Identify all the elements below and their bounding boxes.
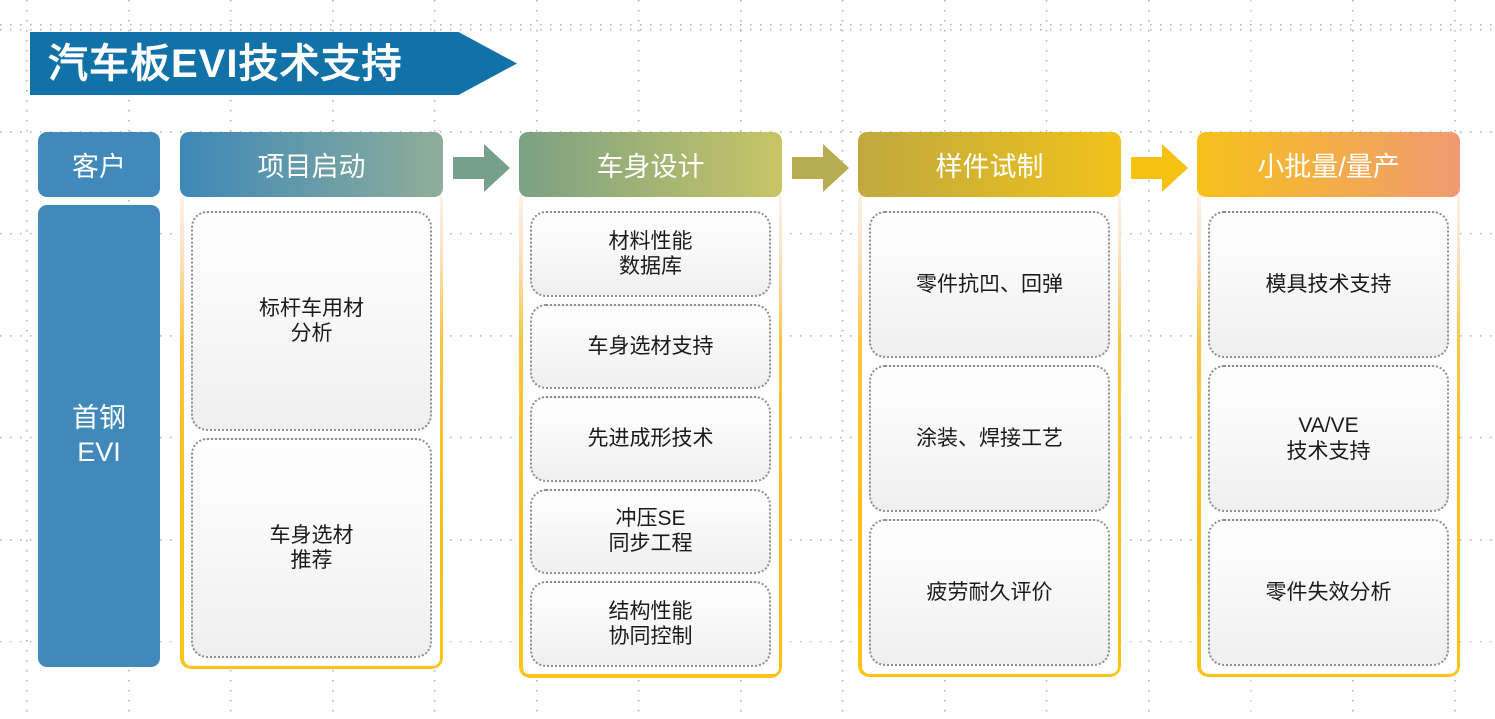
item-line1: 标杆车用材: [259, 296, 364, 320]
item-line1: 模具技术支持: [1265, 272, 1392, 296]
customer-body: 首钢 EVI: [38, 205, 160, 667]
stage-1-header: 项目启动: [180, 132, 443, 197]
stage-3-item-2[interactable]: 涂装、焊接工艺: [869, 365, 1110, 512]
customer-column: 客户 首钢 EVI: [38, 132, 160, 667]
item-line2: 同步工程: [608, 532, 693, 556]
item-line1: 车身选材: [269, 523, 354, 547]
stage-3-header: 样件试制: [858, 132, 1121, 197]
stage-1-item-list: 标杆车用材 分析 车身选材 推荐: [191, 211, 432, 658]
stage-1-item-1[interactable]: 标杆车用材 分析: [191, 211, 432, 431]
item-line1: 先进成形技术: [587, 427, 714, 451]
item-line1: 零件失效分析: [1265, 580, 1392, 604]
stage-2-item-1[interactable]: 材料性能 数据库: [530, 211, 771, 297]
item-line1: 涂装、焊接工艺: [916, 426, 1063, 450]
stage-3-body: 零件抗凹、回弹 涂装、焊接工艺 疲劳耐久评价: [858, 189, 1121, 677]
item-line1: VA/VE: [1298, 414, 1359, 438]
stage-2-header: 车身设计: [519, 132, 782, 197]
arrow-right-icon-2: [792, 144, 849, 192]
customer-body-line2: EVI: [77, 437, 121, 467]
stage-2-item-4[interactable]: 冲压SE 同步工程: [530, 488, 771, 574]
stage-4-item-3[interactable]: 零件失效分析: [1208, 519, 1449, 666]
item-line1: 车身选材支持: [587, 334, 714, 358]
page-title-banner: 汽车板EVI技术支持: [30, 32, 517, 95]
page-title: 汽车板EVI技术支持: [48, 41, 403, 86]
stage-4-item-list: 模具技术支持 VA/VE 技术支持 零件失效分析: [1208, 211, 1449, 666]
item-line1: 零件抗凹、回弹: [916, 272, 1063, 296]
customer-header: 客户: [38, 132, 160, 197]
stage-2-item-list: 材料性能 数据库 车身选材支持 先进成形技术 冲压SE: [530, 211, 771, 667]
stage-1-body: 标杆车用材 分析 车身选材 推荐: [180, 189, 443, 669]
stage-2-item-2[interactable]: 车身选材支持: [530, 303, 771, 389]
item-line2: 分析: [290, 322, 333, 345]
stage-4-item-1[interactable]: 模具技术支持: [1208, 211, 1449, 358]
item-line1: 疲劳耐久评价: [926, 580, 1053, 604]
arrow-right-icon-1: [453, 144, 510, 192]
stage-column-4: 小批量/量产 模具技术支持 VA/VE 技术支持 零件失效分析: [1197, 132, 1460, 677]
item-line2: 推荐: [290, 549, 333, 572]
stage-3-item-3[interactable]: 疲劳耐久评价: [869, 519, 1110, 666]
stage-4-body: 模具技术支持 VA/VE 技术支持 零件失效分析: [1197, 189, 1460, 677]
stage-2-item-5[interactable]: 结构性能 协同控制: [530, 581, 771, 667]
item-line2: 协同控制: [608, 624, 693, 648]
stage-3-item-list: 零件抗凹、回弹 涂装、焊接工艺 疲劳耐久评价: [869, 211, 1110, 666]
stage-1-item-2[interactable]: 车身选材 推荐: [191, 438, 432, 658]
stage-column-2: 车身设计 材料性能 数据库 车身选材支持 先进成形技术: [519, 132, 782, 678]
item-line1: 结构性能: [608, 599, 693, 623]
arrow-right-icon-3: [1131, 144, 1188, 192]
stage-2-body: 材料性能 数据库 车身选材支持 先进成形技术 冲压SE: [519, 189, 782, 678]
stage-2-item-3[interactable]: 先进成形技术: [530, 396, 771, 482]
stage-4-item-2[interactable]: VA/VE 技术支持: [1208, 365, 1449, 512]
stage-column-3: 样件试制 零件抗凹、回弹 涂装、焊接工艺 疲劳耐久评价: [858, 132, 1121, 677]
stage-column-1: 项目启动 标杆车用材 分析 车身选材 推荐: [180, 132, 443, 669]
item-line2: 数据库: [619, 254, 682, 278]
stage-4-header: 小批量/量产: [1197, 132, 1460, 197]
item-line2: 技术支持: [1286, 439, 1371, 463]
stage-3-item-1[interactable]: 零件抗凹、回弹: [869, 211, 1110, 358]
item-line1: 冲压SE: [615, 507, 686, 531]
customer-body-line1: 首钢: [72, 403, 126, 434]
item-line1: 材料性能: [608, 229, 693, 253]
